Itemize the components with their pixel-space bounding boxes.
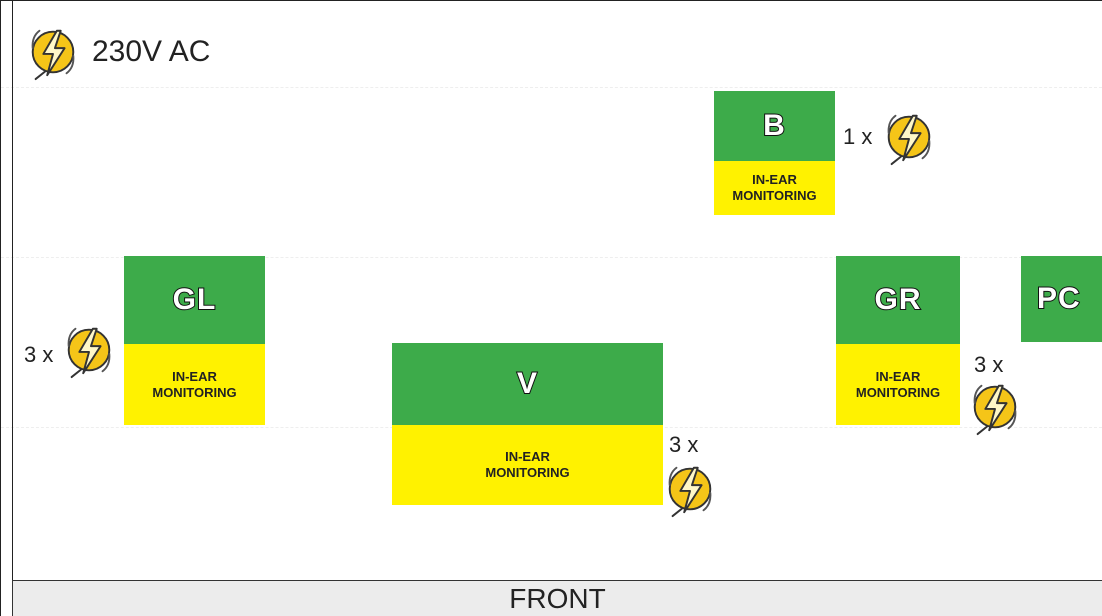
in-ear-monitoring-label: IN-EAR MONITORING [485,449,570,480]
unit-bass-tag: B [762,108,786,143]
unit-guitar-left[interactable]: GL IN-EAR MONITORING [124,256,265,425]
unit-bass[interactable]: B IN-EAR MONITORING [714,91,835,215]
power-count: 3 x [669,432,699,457]
stage-front-label: FRONT [509,582,606,614]
unit-vocals[interactable]: V IN-EAR MONITORING [392,343,663,505]
unit-guitar-left-position: GL [124,256,265,344]
unit-pc[interactable]: PC [1021,256,1102,342]
power-outlet-icon [880,108,938,166]
power-legend-label: 230V AC [92,35,211,68]
in-ear-monitoring-label: IN-EAR MONITORING [152,368,237,400]
power-count: 3 x [24,342,54,367]
power-count: 1 x [843,124,873,149]
in-ear-monitoring-label: IN-EAR MONITORING [855,368,941,400]
unit-vocals-tag: V [516,366,538,401]
unit-bass-monitor: IN-EAR MONITORING [714,161,835,215]
unit-pc-position: PC [1021,256,1102,342]
unit-guitar-left-tag: GL [172,282,217,317]
power-outlet-icon [966,378,1024,436]
unit-vocals-monitor: IN-EAR MONITORING [392,425,663,505]
unit-guitar-right-monitor: IN-EAR MONITORING [836,344,960,425]
power-legend: 230V AC [24,24,210,80]
grid-line [1,87,1102,88]
power-outlet-icon [24,23,82,81]
unit-pc-tag: PC [1036,281,1081,316]
unit-guitar-right-position: GR [836,256,960,344]
power-outlet-icon [661,460,719,518]
unit-vocals-position: V [392,343,663,425]
stage-left-edge [12,0,13,580]
grid-line [1,257,1102,258]
unit-guitar-right-tag: GR [874,282,922,317]
power-count: 3 x [974,352,1004,377]
unit-guitar-left-monitor: IN-EAR MONITORING [124,344,265,425]
in-ear-monitoring-label: IN-EAR MONITORING [732,172,817,203]
power-outlet-icon [60,321,118,379]
unit-guitar-right[interactable]: GR IN-EAR MONITORING [836,256,960,425]
unit-bass-position: B [714,91,835,161]
stage-front-bar: FRONT [12,580,1102,616]
